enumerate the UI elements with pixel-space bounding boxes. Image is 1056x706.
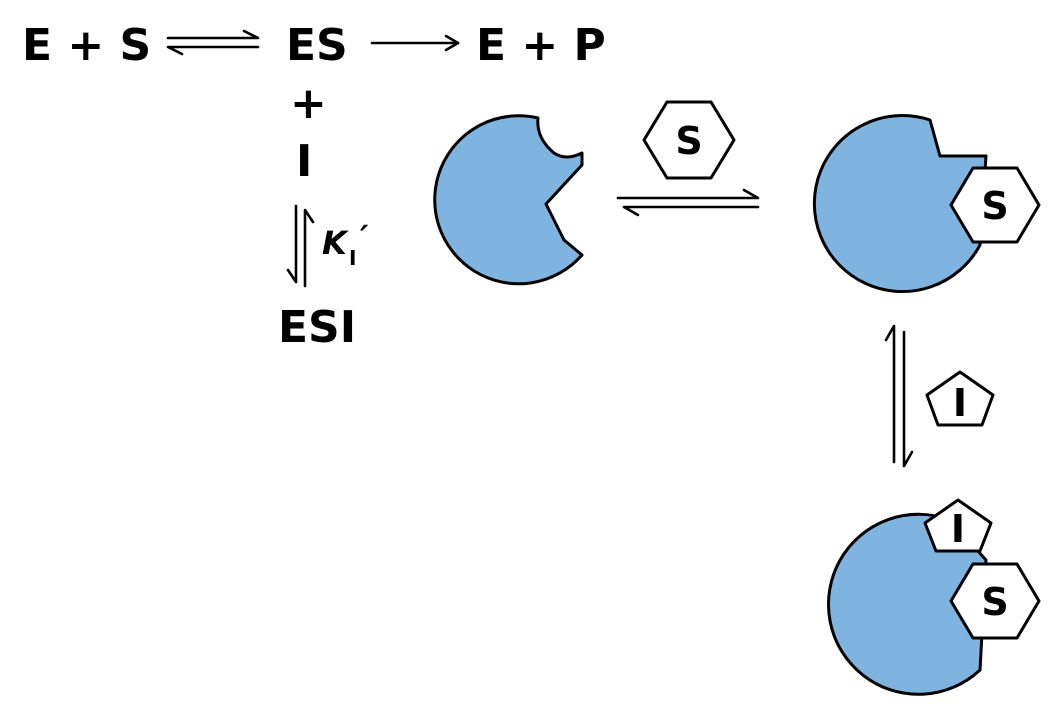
substrate-hexagon-icon [949,166,1041,244]
products-label: E + P [476,20,606,71]
substrate-symbol: S [981,580,1008,624]
dissociation-constant: K I ′ [322,218,369,270]
reactants-label: E + S [22,20,151,71]
inhibitor-label: I [296,136,312,187]
plus-sign: + [290,78,327,129]
free-enzyme [433,114,584,286]
equilibrium-arrow-e-s [166,29,260,56]
enzyme-substrate-complex: S [812,114,1041,294]
enzyme-shape [827,512,988,696]
equilibrium-arrow-esi [286,204,315,288]
constant-subscript: I [349,246,356,270]
enzyme-shape [812,114,988,294]
enzyme-shape [433,114,584,286]
substrate-symbol: S [981,184,1008,228]
inhibitor-pentagon-icon [923,498,993,553]
ternary-complex-label: ESI [278,302,356,353]
binding-equilibrium-arrow [616,188,760,217]
substrate-hexagon-icon [642,100,736,180]
reaction-scheme: E + S ES E + P + I K I ′ ESI [22,20,606,353]
forward-arrow-product [370,34,460,52]
enzyme-substrate-inhibitor-complex: I S [827,498,1041,696]
substrate-hexagon-icon [949,562,1041,640]
constant-prime: ′ [360,218,369,256]
inhibitor-pentagon-icon [925,370,995,427]
substrate-binding-label: S [642,100,736,180]
complex-label: ES [286,20,348,71]
inhibitor-equilibrium-arrow [884,324,914,468]
constant-symbol: K [322,224,349,262]
inhibitor-symbol: I [951,507,965,551]
inhibitor-symbol: I [953,381,967,425]
inhibitor-binding-label: I [925,370,995,427]
substrate-symbol: S [675,119,702,163]
